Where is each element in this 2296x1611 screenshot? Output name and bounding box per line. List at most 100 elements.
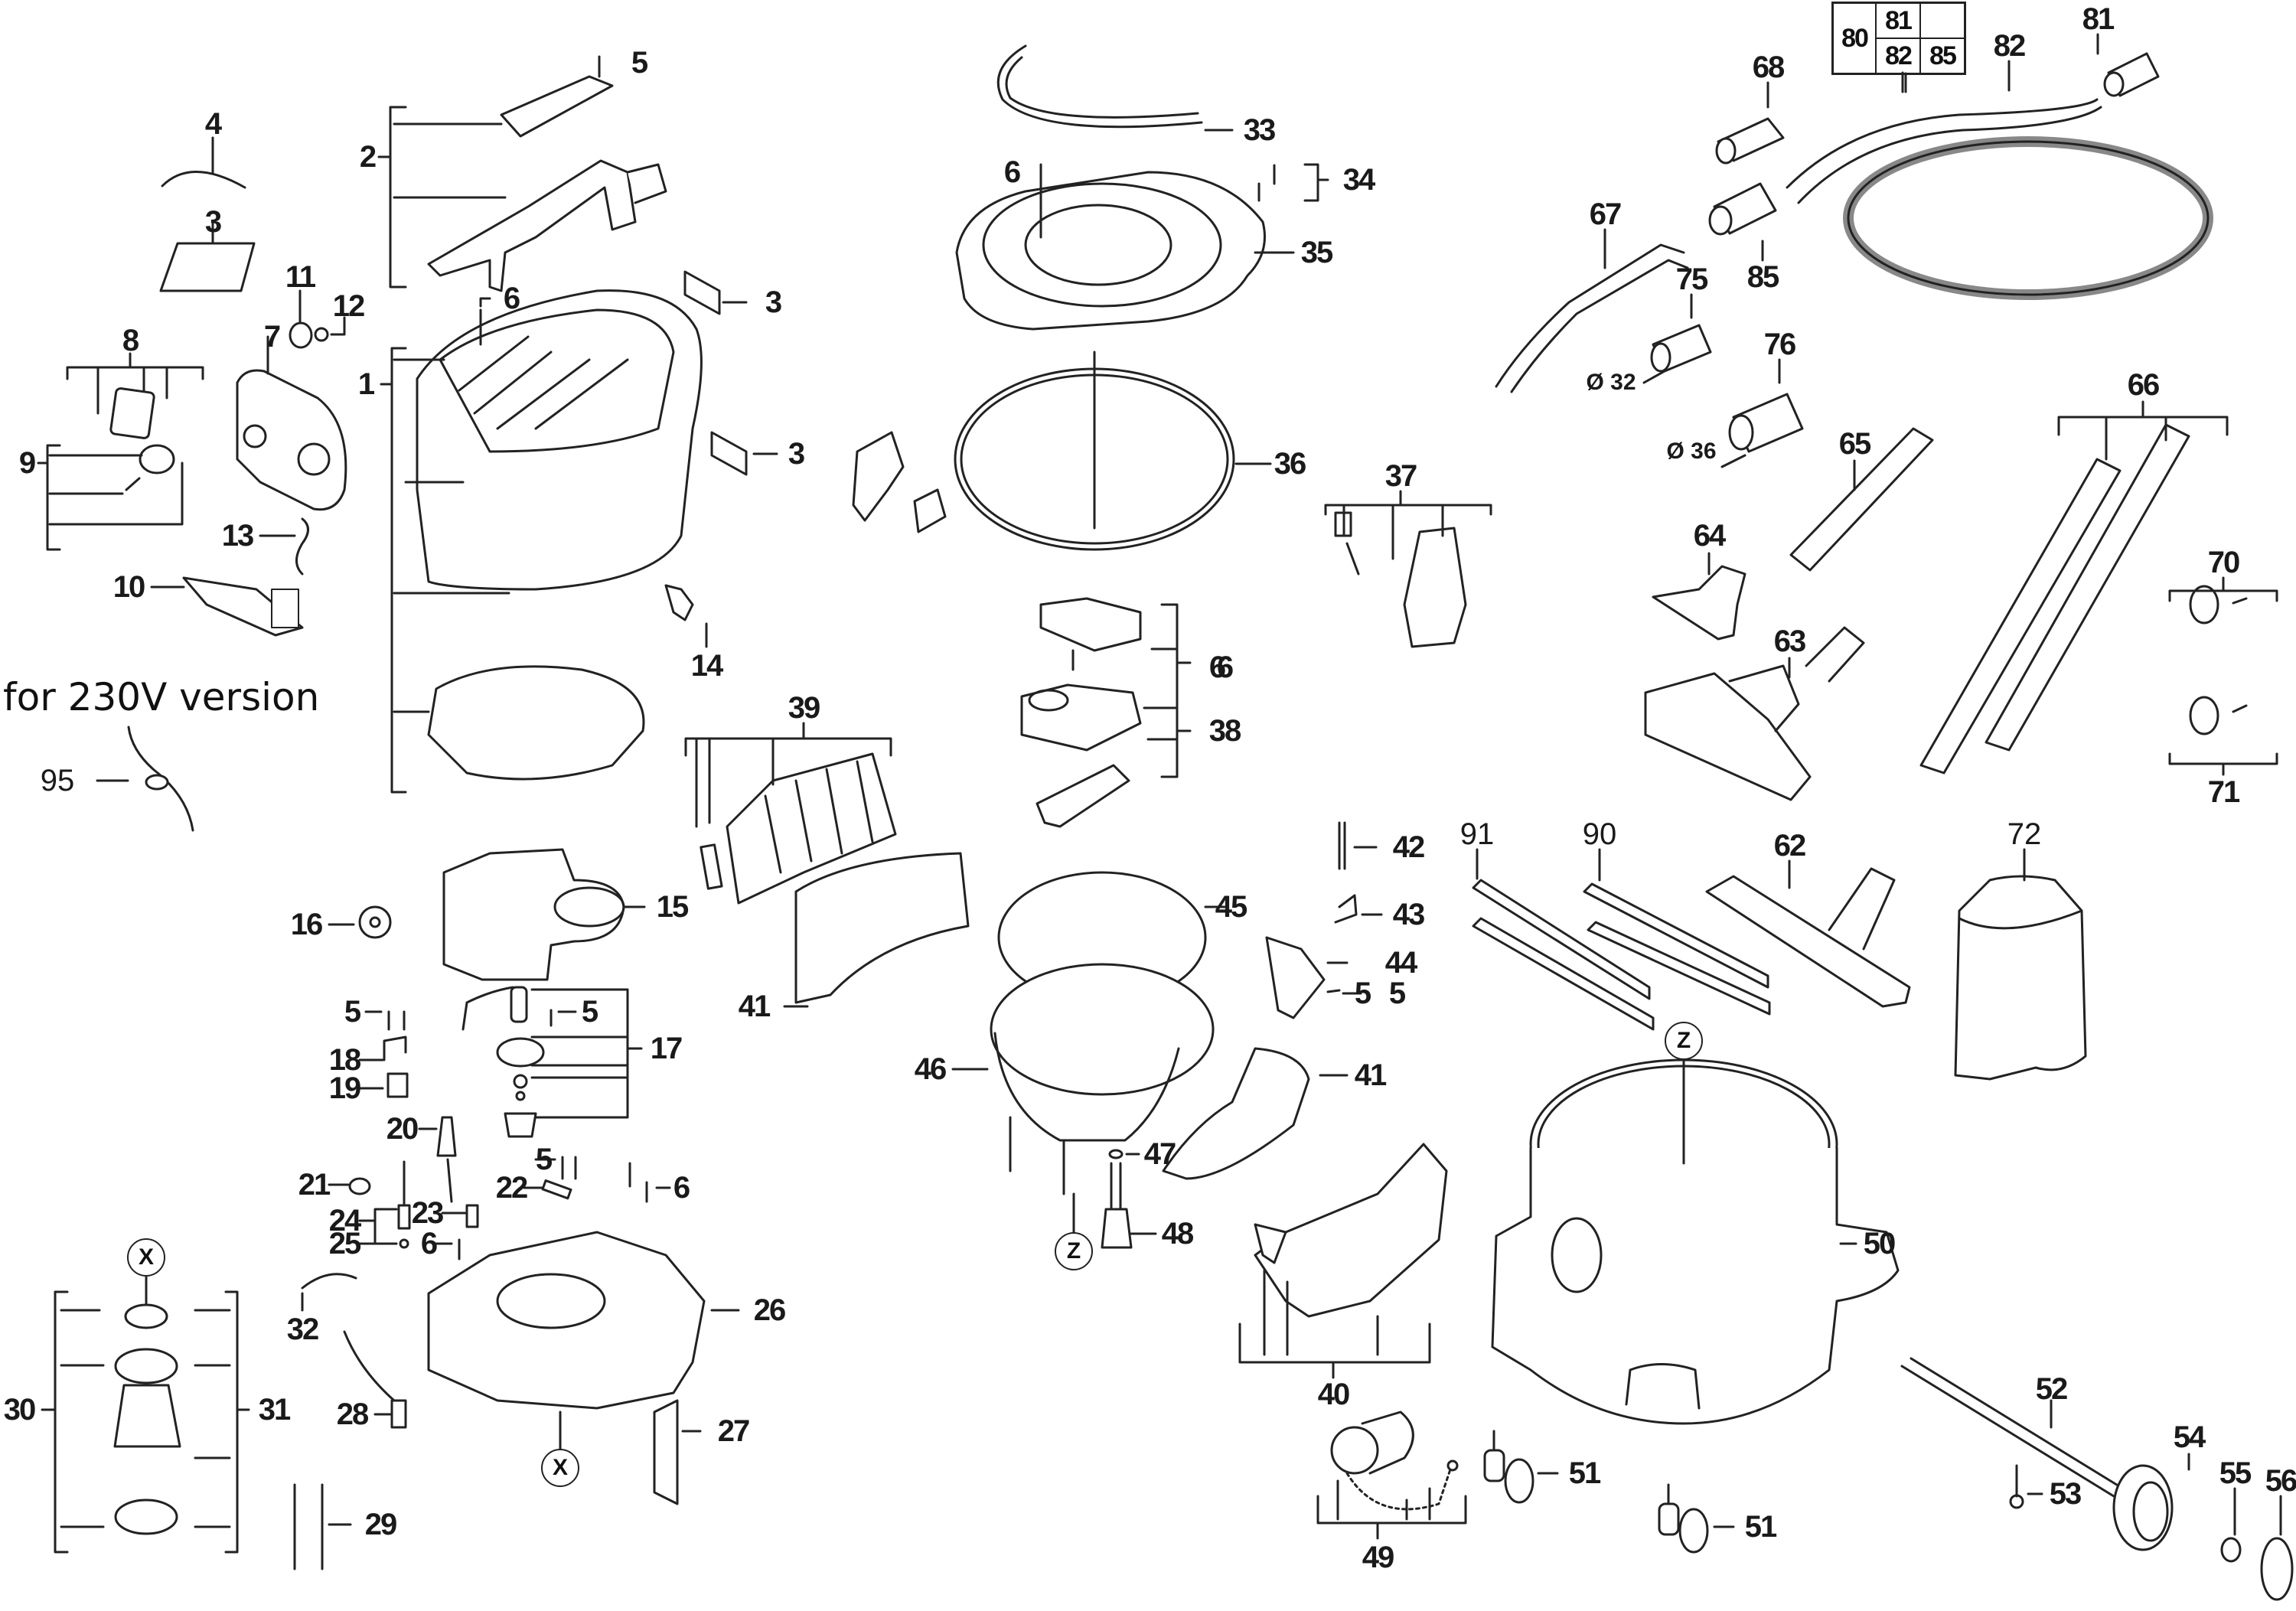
- part-number-label[interactable]: 55: [2219, 1456, 2252, 1490]
- kit-cell-82[interactable]: 82: [1876, 38, 1920, 73]
- part-3-label-right-a[interactable]: [683, 270, 748, 315]
- part-64-upholstery-nozzle[interactable]: [1652, 552, 1746, 641]
- part-number-label[interactable]: 49: [1362, 1541, 1394, 1574]
- part-68-adapter[interactable]: [1715, 81, 1785, 165]
- part-37-latch-set[interactable]: [1334, 511, 1467, 648]
- part-29-rods[interactable]: [293, 1483, 352, 1570]
- part-1-upper-housing[interactable]: [416, 289, 703, 591]
- part-number-label[interactable]: 26: [753, 1293, 786, 1327]
- part-82-suction-hose[interactable]: [1786, 60, 2213, 300]
- part-number-label[interactable]: 5: [581, 995, 598, 1029]
- part-55-retaining-ring[interactable]: [2220, 1487, 2242, 1563]
- part-71-clip-holder[interactable]: [2189, 696, 2248, 735]
- part-number-label[interactable]: 5: [344, 995, 361, 1029]
- part-15-air-duct[interactable]: [442, 848, 646, 981]
- part-76-adapter-36[interactable]: [1720, 358, 1804, 468]
- part-number-label[interactable]: 64: [1693, 519, 1726, 553]
- part-number-label[interactable]: 75: [1675, 263, 1708, 296]
- part-number-label[interactable]: 51: [1568, 1456, 1601, 1490]
- part-number-label[interactable]: 62: [1773, 829, 1806, 863]
- part-36-gasket[interactable]: [954, 351, 1272, 551]
- part-number-label[interactable]: 66: [2127, 368, 2160, 402]
- part-17-valve[interactable]: [461, 986, 545, 1138]
- part-number-label[interactable]: 48: [1161, 1217, 1194, 1251]
- part-51-castor-b[interactable]: [1658, 1483, 1735, 1554]
- part-number-label[interactable]: 6: [503, 282, 520, 315]
- part-14-plug[interactable]: [664, 584, 708, 648]
- part-number-label[interactable]: 45: [1215, 890, 1247, 924]
- part-62-wet-floor-nozzle[interactable]: [1705, 859, 1911, 1008]
- part-number-label[interactable]: 19: [328, 1071, 361, 1105]
- part-number-label[interactable]: 50: [1863, 1227, 1896, 1260]
- part-number-label[interactable]: 3: [788, 437, 805, 471]
- part-number-label[interactable]: 47: [1143, 1137, 1176, 1171]
- part-number-label[interactable]: 3: [204, 205, 222, 239]
- part-32-ground-cable[interactable]: [301, 1273, 357, 1312]
- part-number-label[interactable]: 51: [1744, 1510, 1777, 1544]
- part-number-label[interactable]: 41: [1354, 1058, 1387, 1092]
- part-5-screws-17[interactable]: [364, 1009, 577, 1031]
- part-number-label[interactable]: 9: [18, 446, 36, 480]
- part-5-screw-44[interactable]: [1326, 989, 1362, 995]
- part-number-label[interactable]: 76: [1763, 328, 1796, 361]
- part-number-label[interactable]: 81: [2082, 2, 2115, 36]
- part-number-label[interactable]: 71: [2207, 775, 2240, 809]
- part-23-connector[interactable]: [441, 1204, 479, 1228]
- part-51-castor-a[interactable]: [1483, 1430, 1559, 1504]
- part-66-extension-tubes[interactable]: [1919, 423, 2190, 775]
- part-24-sensor[interactable]: [397, 1160, 411, 1249]
- part-13-cable[interactable]: [259, 517, 309, 576]
- part-47-o-ring[interactable]: [1108, 1149, 1140, 1159]
- part-number-label[interactable]: 21: [298, 1168, 331, 1202]
- part-number-label[interactable]: 12: [332, 289, 365, 323]
- part-number-label[interactable]: 6: [1003, 155, 1021, 189]
- part-number-label[interactable]: 53: [2049, 1477, 2082, 1511]
- part-number-label[interactable]: 5: [631, 46, 648, 80]
- part-27-foam[interactable]: [653, 1399, 702, 1505]
- part-number-label[interactable]: 67: [1589, 197, 1622, 231]
- part-48-float[interactable]: [1101, 1162, 1157, 1249]
- kit-cell-81[interactable]: 81: [1876, 3, 1920, 38]
- part-3-label[interactable]: [159, 220, 256, 292]
- part-53-screw[interactable]: [2009, 1464, 2043, 1509]
- part-number-label[interactable]: 41: [738, 990, 771, 1023]
- part-number-label[interactable]: 39: [788, 691, 820, 725]
- part-number-label[interactable]: 56: [2265, 1464, 2296, 1498]
- part-9-knob[interactable]: [125, 444, 175, 491]
- part-41-filter-element[interactable]: [783, 852, 970, 1008]
- part-number-label[interactable]: 65: [1838, 427, 1871, 461]
- part-4-cable[interactable]: [161, 136, 246, 189]
- part-number-label[interactable]: 27: [717, 1414, 750, 1448]
- part-35-head-plate[interactable]: [955, 163, 1295, 331]
- part-number-label[interactable]: 17: [650, 1032, 683, 1065]
- part-number-label[interactable]: 40: [1317, 1378, 1350, 1411]
- part-30-motor-assembly[interactable]: [113, 1273, 181, 1535]
- part-number-label[interactable]: 10: [113, 570, 145, 604]
- part-number-label[interactable]: 18: [328, 1043, 361, 1077]
- part-number-label[interactable]: 5: [1388, 977, 1406, 1010]
- part-number-label[interactable]: 14: [690, 649, 723, 683]
- part-number-label[interactable]: 11: [285, 260, 316, 294]
- part-number-label[interactable]: 37: [1384, 459, 1417, 493]
- part-16-solenoid[interactable]: [328, 905, 392, 939]
- part-2-handle[interactable]: [427, 159, 667, 292]
- part-11-cap[interactable]: [289, 289, 313, 349]
- part-34-pins[interactable]: [1257, 163, 1329, 300]
- part-number-label[interactable]: 24: [328, 1204, 361, 1238]
- part-85-hose-sleeve[interactable]: [1708, 182, 1777, 262]
- part-65-crevice-nozzle[interactable]: [1789, 427, 1934, 572]
- part-number-label[interactable]: 34: [1342, 163, 1375, 197]
- part-21-clip[interactable]: [328, 1177, 371, 1195]
- part-6-screws-26[interactable]: [432, 1162, 671, 1260]
- part-70-clip-holder[interactable]: [2189, 585, 2248, 625]
- part-number-label[interactable]: 16: [290, 908, 323, 941]
- part-number-label[interactable]: 36: [1274, 447, 1306, 481]
- part-number-label[interactable]: 82: [1993, 29, 2026, 63]
- part-43-spring[interactable]: [1334, 894, 1383, 924]
- part-number-label[interactable]: 32: [286, 1313, 319, 1346]
- part-number-label[interactable]: 20: [386, 1112, 419, 1146]
- part-5-handle-cover[interactable]: [500, 55, 614, 138]
- part-1-foam-pad[interactable]: [427, 665, 645, 781]
- part-6-screw[interactable]: [479, 297, 491, 346]
- part-number-label[interactable]: 22: [495, 1171, 528, 1205]
